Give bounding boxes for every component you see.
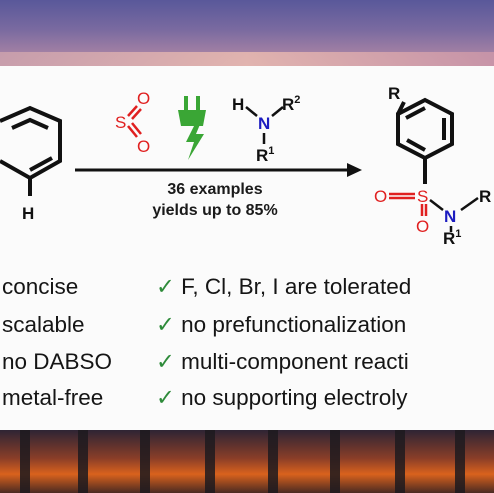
amine-molecule: H N R2 R1 bbox=[232, 94, 300, 165]
feature-left-3: no DABSO bbox=[2, 349, 113, 374]
product-s: S bbox=[417, 187, 428, 206]
electric-plug-icon bbox=[178, 96, 206, 160]
feature-left-2: scalable bbox=[2, 312, 85, 337]
product-r1-label: R1 bbox=[443, 228, 461, 248]
reaction-arrow bbox=[75, 163, 362, 177]
check-icon: ✓ bbox=[156, 312, 175, 337]
product-o-left: O bbox=[374, 187, 387, 206]
feature-right-1: ✓ F, Cl, Br, I are tolerated bbox=[156, 274, 412, 299]
so2-molecule: O S O bbox=[115, 89, 150, 156]
amine-n: N bbox=[258, 114, 270, 133]
substrate-h: H bbox=[22, 204, 34, 223]
conditions-line-1: 36 examples bbox=[167, 181, 263, 198]
conditions-line-2: yields up to 85% bbox=[152, 202, 278, 219]
feature-left-4: metal-free bbox=[2, 385, 104, 410]
reaction-scheme: H O S O H N R2 R1 bbox=[0, 84, 491, 236]
check-icon: ✓ bbox=[156, 349, 175, 374]
product-benzene bbox=[396, 97, 454, 184]
amine-h: H bbox=[232, 95, 244, 114]
substrate-benzene bbox=[0, 105, 62, 196]
so2-s: S bbox=[115, 113, 126, 132]
product-r: R bbox=[388, 84, 400, 103]
feature-right-2: ✓ no prefunctionalization bbox=[156, 312, 407, 337]
check-icon: ✓ bbox=[156, 385, 175, 410]
product-n: N bbox=[444, 207, 456, 226]
sunset-pier-background bbox=[0, 430, 494, 493]
sunset-glow bbox=[0, 52, 494, 66]
scheme-panel bbox=[0, 66, 494, 430]
so2-o-top: O bbox=[137, 89, 150, 108]
sulfonamide-group: O S O N R bbox=[374, 187, 491, 236]
feature-right-3: ✓ multi-component reacti bbox=[156, 349, 409, 374]
product-r-right: R bbox=[479, 187, 491, 206]
product-o-bottom: O bbox=[416, 217, 429, 236]
amine-r2: R2 bbox=[282, 94, 300, 114]
feature-left-1: concise bbox=[2, 274, 79, 299]
so2-o-bottom: O bbox=[137, 137, 150, 156]
check-icon: ✓ bbox=[156, 274, 175, 299]
feature-right-4: ✓ no supporting electroly bbox=[156, 385, 408, 410]
amine-r1: R1 bbox=[256, 145, 274, 165]
svg-text:R1: R1 bbox=[443, 228, 461, 248]
